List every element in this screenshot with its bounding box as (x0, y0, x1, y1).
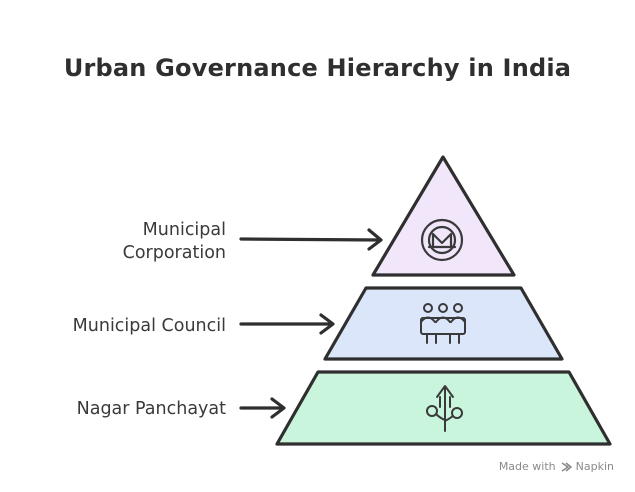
sprout-growth-icon (426, 385, 463, 432)
tier-label-municipal-council: Municipal Council (72, 316, 226, 336)
tier-bottom-shape (275, 370, 612, 446)
napkin-logo-icon (561, 461, 572, 472)
tier-middle-shape (323, 286, 564, 361)
council-meeting-icon (420, 303, 466, 344)
tier-label-nagar-panchayat: Nagar Panchayat (76, 399, 226, 419)
napkin-brand-text: Napkin (575, 460, 614, 473)
diagram-title: Urban Governance Hierarchy in India (63, 54, 572, 82)
tier-label-municipal-corporation: Municipal Corporation (122, 220, 226, 263)
tier-top-shape (371, 155, 516, 277)
arrow-top (239, 228, 383, 251)
arrow-bottom (239, 397, 286, 419)
arrow-middle (239, 313, 335, 335)
monero-coin-icon (420, 218, 464, 262)
made-with-text: Made with (498, 460, 556, 473)
napkin-watermark: Made with Napkin (499, 460, 614, 473)
